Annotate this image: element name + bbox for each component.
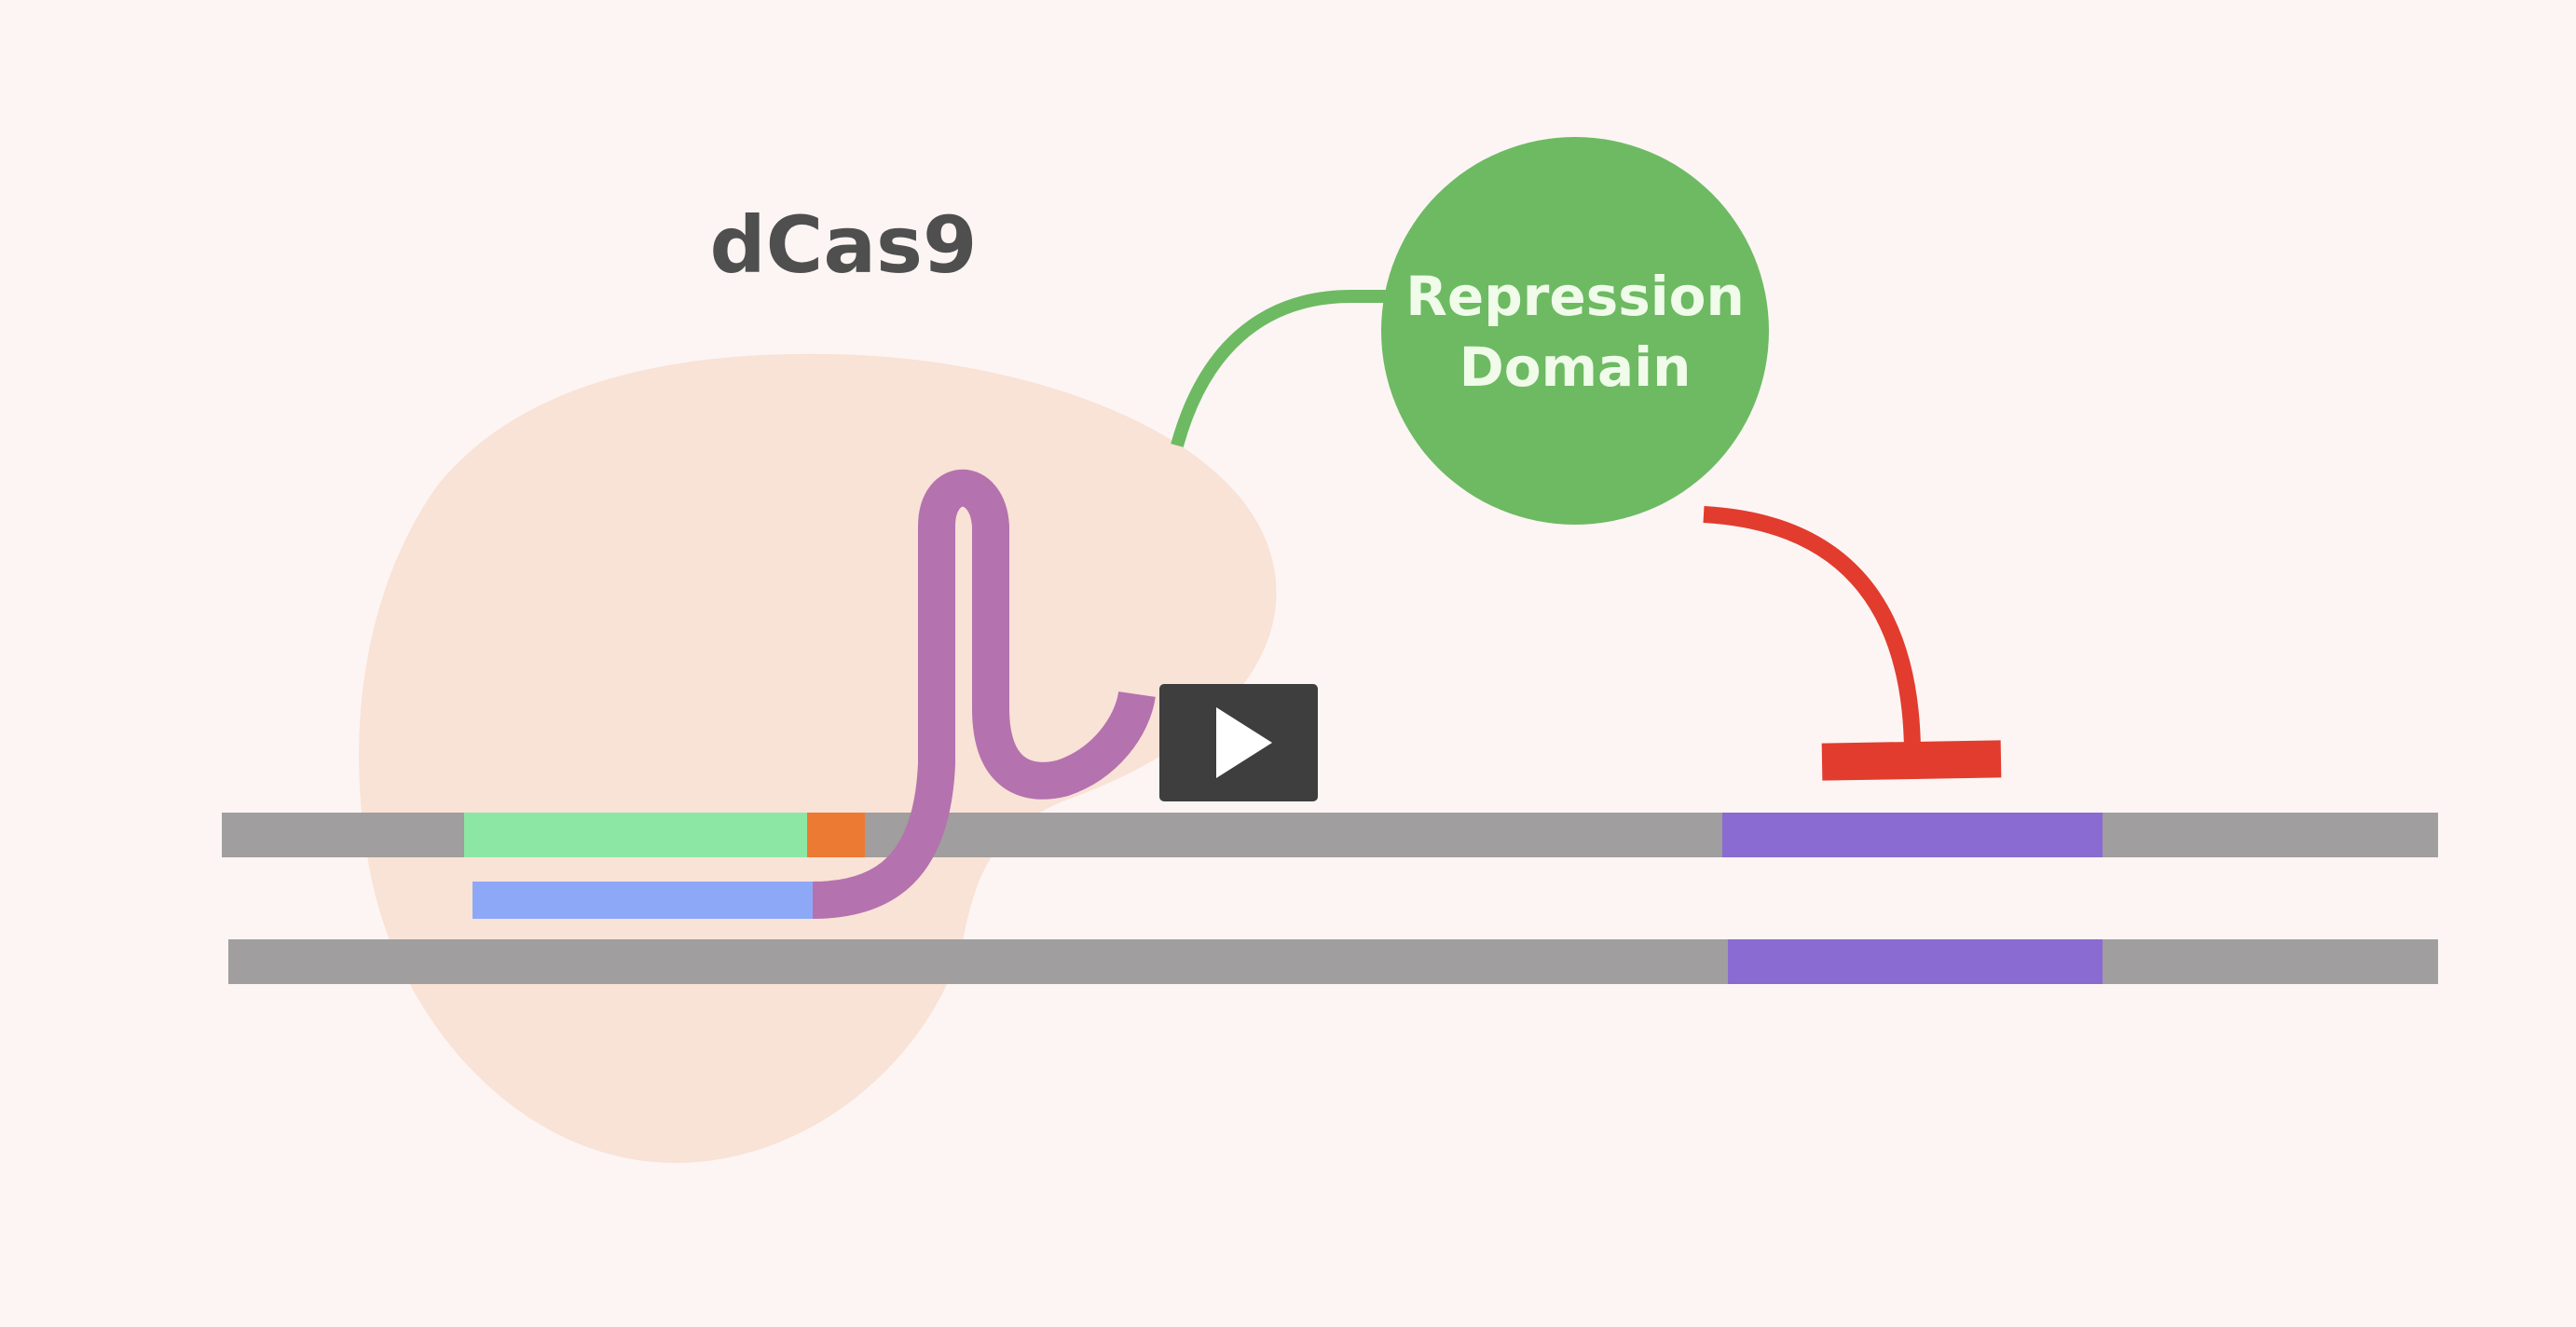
dcas9-protein-body [359,353,1277,1164]
gene-region-top [1722,813,2103,857]
guide-rna-spacer [473,882,815,919]
pam-site [807,813,865,857]
dcas9-label: dCas9 [710,199,978,291]
gene-region-bottom [1728,939,2103,984]
repression-domain-label-line1: Repression [1405,265,1745,328]
play-button[interactable] [1159,684,1318,801]
repression-domain-circle [1381,137,1769,525]
guide-rna-scaffold [812,469,1156,919]
inhibition-arrow-bar [1821,740,2002,781]
inhibition-arrow-stem [1703,506,1921,751]
repression-domain-label-line2: Domain [1459,335,1692,399]
dna-bottom-strand [228,939,2438,984]
play-icon [1216,707,1272,778]
linker [1171,290,1391,447]
target-sequence [464,813,809,857]
